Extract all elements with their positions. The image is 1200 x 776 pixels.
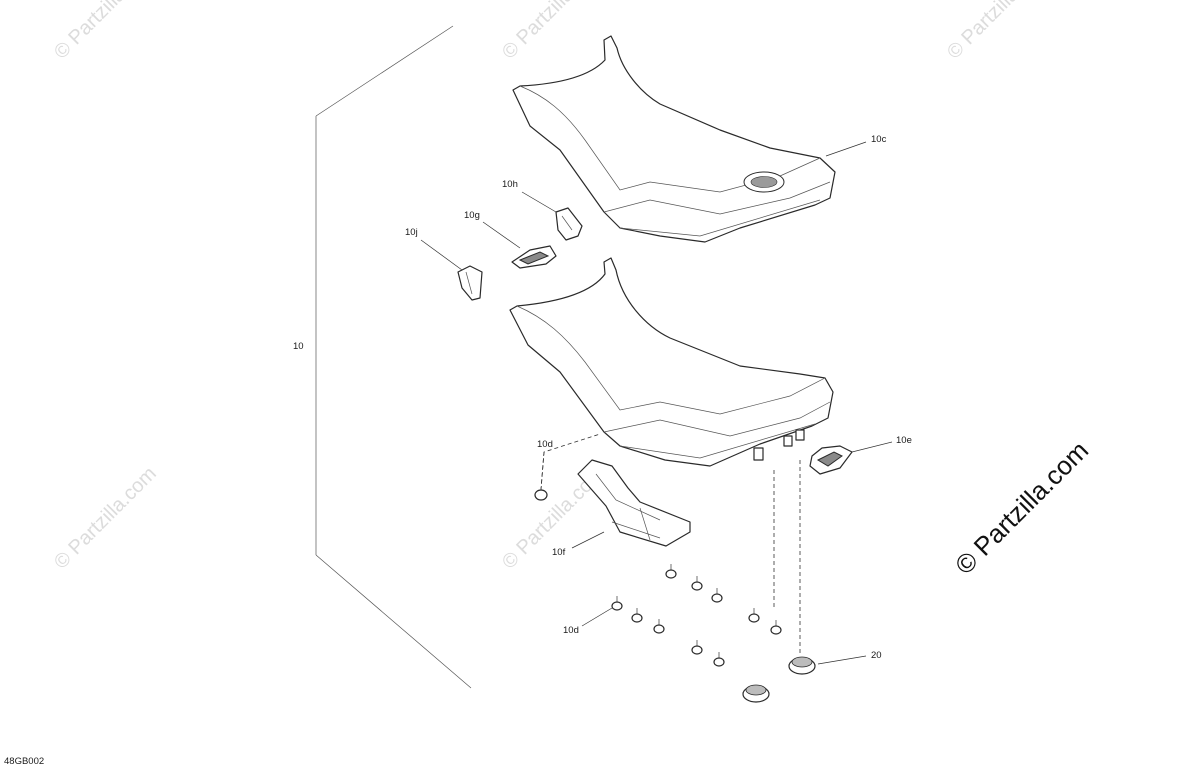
- grommet: [691, 640, 703, 655]
- watermark-main: © Partzilla.com: [949, 435, 1094, 580]
- latch-10e: [809, 445, 853, 475]
- assembly-bracket: [315, 25, 472, 689]
- watermark-top-right: © Partzilla.com: [943, 0, 1054, 64]
- grommet: [691, 576, 703, 591]
- seat-base-lower: [509, 257, 834, 467]
- callout-10d-lower: 10d: [563, 625, 579, 636]
- drawing-code: 48GB002: [4, 756, 44, 767]
- heat-shield-10f: [577, 459, 691, 547]
- grommet: [748, 608, 760, 623]
- callout-20: 20: [871, 650, 882, 661]
- grommet: [770, 620, 782, 635]
- callout-10h: 10h: [502, 179, 518, 190]
- callout-10f: 10f: [552, 547, 566, 558]
- watermark-mid-left: © Partzilla.com: [50, 463, 161, 574]
- grommet: [611, 596, 623, 611]
- callout-10j: 10j: [405, 227, 418, 238]
- watermark-top-left: © Partzilla.com: [50, 0, 161, 64]
- bumper-20: [742, 460, 816, 703]
- callout-10: 10: [293, 341, 304, 352]
- grommet-set-10d-lower: [611, 564, 782, 667]
- grommet: [711, 588, 723, 603]
- leader-lines: [420, 141, 893, 665]
- grommet: [713, 652, 725, 667]
- callout-10c: 10c: [871, 134, 887, 145]
- grommet: [665, 564, 677, 579]
- grommet: [631, 608, 643, 623]
- callout-labels: 10 10c 10h 10g 10j 10d 10e 10f 10d 20: [293, 134, 912, 661]
- callout-10d-upper: 10d: [537, 439, 553, 450]
- clip-10h: [555, 207, 583, 241]
- watermark-top-center: © Partzilla.com: [498, 0, 609, 64]
- seat-cover-upper: [512, 35, 836, 243]
- grommet: [653, 619, 665, 634]
- callout-10e: 10e: [896, 435, 912, 446]
- clip-10j: [457, 265, 483, 301]
- callout-10g: 10g: [464, 210, 480, 221]
- clip-10g: [511, 245, 557, 269]
